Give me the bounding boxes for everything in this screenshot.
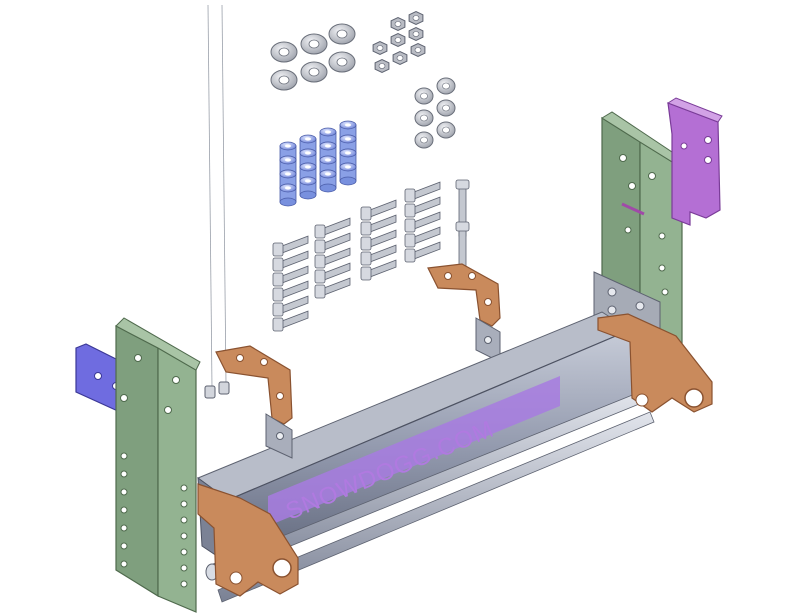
hex-bolt <box>314 232 351 254</box>
plate-hole <box>180 564 188 572</box>
plate-hole <box>134 354 142 362</box>
plate-hole <box>120 470 128 478</box>
hex-bolt <box>404 181 441 203</box>
hex-bolt <box>272 295 309 317</box>
blue-spacer <box>279 183 297 207</box>
hex-nut <box>408 11 424 25</box>
plate-hole <box>120 488 128 496</box>
large-washer <box>328 23 356 45</box>
hex-nut <box>372 41 388 55</box>
beam-label-band <box>268 376 560 526</box>
blue-spacer <box>319 169 337 193</box>
right-copper-end-plate <box>597 313 713 413</box>
main-beam: SNOWDOGG.COM <box>196 311 635 567</box>
large-washer <box>270 69 298 91</box>
lower-rods <box>205 391 655 603</box>
hex-bolt <box>404 196 441 218</box>
blue-spacer <box>299 176 317 200</box>
long-bolt <box>455 221 470 269</box>
blue-spacer <box>339 162 357 186</box>
hex-bolt <box>360 214 397 236</box>
plate-hole <box>164 406 172 414</box>
large-washer <box>300 33 328 55</box>
plate-hole <box>180 500 188 508</box>
plate-hole <box>120 394 128 402</box>
small-washer <box>436 121 456 139</box>
washer-group-large <box>270 23 356 91</box>
large-washer <box>300 61 328 83</box>
hex-bolt <box>360 244 397 266</box>
plate-hole <box>180 580 188 588</box>
plate-hole <box>120 452 128 460</box>
small-washer <box>414 87 434 105</box>
bolt-group <box>272 181 441 332</box>
left-copper-bracket <box>215 345 293 459</box>
hex-bolt <box>360 199 397 221</box>
spacer-group-blue <box>279 120 357 207</box>
hex-bolt <box>314 262 351 284</box>
hex-bolt <box>404 226 441 248</box>
large-washer <box>270 41 298 63</box>
plate-hole <box>180 516 188 524</box>
large-washer <box>328 51 356 73</box>
plate-hole <box>180 532 188 540</box>
hex-bolt <box>360 259 397 281</box>
hex-bolt <box>314 217 351 239</box>
plate-hole <box>120 560 128 568</box>
long-bolt-group <box>455 179 470 269</box>
washer-group-small <box>414 77 456 149</box>
hex-bolt <box>314 277 351 299</box>
hex-nut <box>374 59 390 73</box>
hex-bolt <box>404 241 441 263</box>
left-copper-end-plate <box>197 483 299 597</box>
plate-hole <box>180 548 188 556</box>
hex-nut <box>408 27 424 41</box>
hex-bolt <box>272 265 309 287</box>
hex-bolt <box>272 250 309 272</box>
small-washer <box>414 109 434 127</box>
small-washer <box>414 131 434 149</box>
hex-bolt <box>272 310 309 332</box>
hex-bolt <box>272 280 309 302</box>
hex-bolt <box>272 235 309 257</box>
right-purple-bracket <box>666 97 723 226</box>
hex-bolt <box>314 247 351 269</box>
hex-nut <box>390 17 406 31</box>
hex-nut <box>410 43 426 57</box>
insertion-lines <box>207 4 227 389</box>
nut-group-gray <box>372 11 426 73</box>
plate-hole <box>120 542 128 550</box>
plate-hole <box>180 484 188 492</box>
guide-nut-pair <box>204 381 230 399</box>
right-copper-bracket <box>427 263 501 363</box>
small-washer <box>436 99 456 117</box>
hex-nut <box>390 33 406 47</box>
hex-bolt <box>360 229 397 251</box>
small-washer <box>436 77 456 95</box>
plate-hole <box>120 506 128 514</box>
left-green-plate <box>115 317 201 613</box>
plate-hole <box>172 376 180 384</box>
plate-hole <box>120 524 128 532</box>
hex-nut <box>392 51 408 65</box>
hex-bolt <box>404 211 441 233</box>
